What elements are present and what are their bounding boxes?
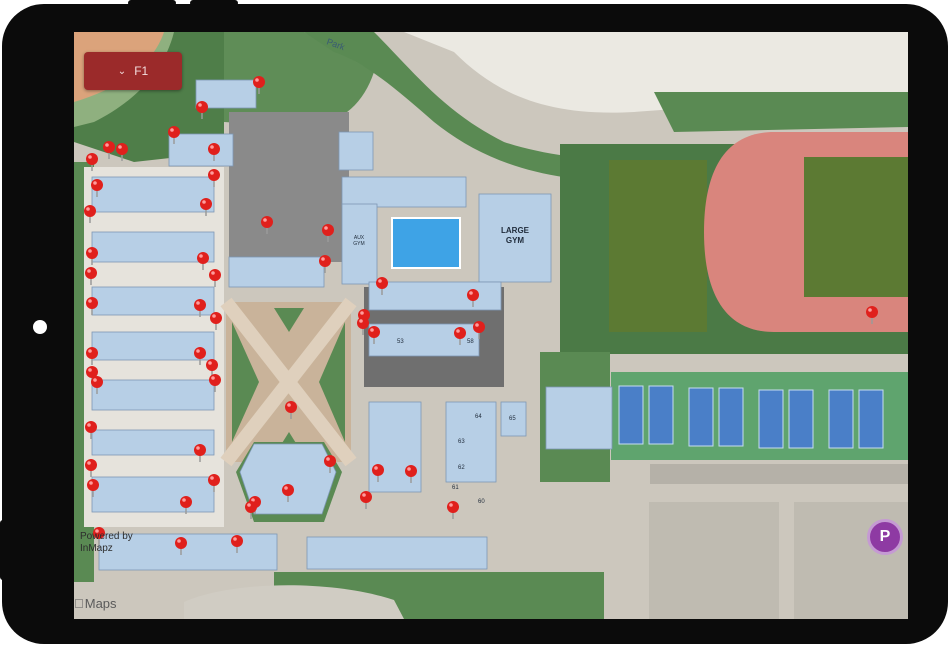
parking-symbol: P	[879, 528, 891, 545]
location-pin-icon[interactable]	[197, 252, 209, 270]
location-pin-icon[interactable]	[168, 126, 180, 144]
map-screen[interactable]: LARGE GYM AUX GYM 53 58 64 63 62 61 60 6…	[74, 32, 908, 619]
location-pin-icon[interactable]	[208, 474, 220, 492]
location-pin-icon[interactable]	[357, 317, 369, 335]
aux-gym-label-1: AUX	[354, 235, 365, 241]
location-pin-icon[interactable]	[210, 312, 222, 330]
location-pin-icon[interactable]	[209, 269, 221, 287]
location-pin-icon[interactable]	[208, 143, 220, 161]
location-pin-icon[interactable]	[447, 501, 459, 519]
location-pin-icon[interactable]	[376, 277, 388, 295]
building-60-label: 60	[478, 499, 485, 505]
building-61-label: 61	[452, 485, 459, 491]
large-gym-label-1: LARGE	[501, 226, 530, 235]
location-pin-icon[interactable]	[454, 327, 466, 345]
location-pin-icon[interactable]	[86, 247, 98, 265]
location-pin-icon[interactable]	[467, 289, 479, 307]
floor-label: F1	[134, 64, 149, 78]
location-pin-icon[interactable]	[86, 297, 98, 315]
aux-gym-label-2: GYM	[353, 241, 364, 247]
apple-maps-logo[interactable]:  Maps	[74, 596, 117, 611]
large-gym-label-2: GYM	[506, 236, 525, 245]
apple-icon: 	[74, 596, 84, 611]
building-63-label: 63	[458, 439, 465, 445]
location-pin-icon[interactable]	[368, 326, 380, 344]
inmapz-attribution[interactable]: Powered by InMapz	[80, 531, 133, 555]
location-pin-icon[interactable]	[208, 169, 220, 187]
building-62-label: 62	[458, 465, 465, 471]
location-pins[interactable]	[84, 76, 878, 555]
inmapz-brand: InMapz	[80, 543, 113, 554]
location-pin-icon[interactable]	[253, 76, 265, 94]
location-pin-icon[interactable]	[85, 267, 97, 285]
building-58-label: 58	[467, 339, 474, 345]
location-pin-icon[interactable]	[85, 421, 97, 439]
front-camera	[33, 320, 47, 334]
location-pin-icon[interactable]	[324, 455, 336, 473]
location-pin-icon[interactable]	[175, 537, 187, 555]
location-pin-icon[interactable]	[206, 359, 218, 377]
maps-label: Maps	[75, 596, 117, 611]
location-pin-icon[interactable]	[209, 374, 221, 392]
location-pin-icon[interactable]	[866, 306, 878, 324]
location-pin-icon[interactable]	[322, 224, 334, 242]
parking-icon[interactable]: P	[867, 519, 903, 555]
powered-by-text: Powered by	[80, 531, 133, 542]
campus-map[interactable]: LARGE GYM AUX GYM 53 58 64 63 62 61 60 6…	[74, 32, 908, 619]
location-pin-icon[interactable]	[282, 484, 294, 502]
building-53-label: 53	[397, 339, 404, 345]
location-pin-icon[interactable]	[194, 299, 206, 317]
location-pin-icon[interactable]	[91, 179, 103, 197]
location-pin-icon[interactable]	[372, 464, 384, 482]
location-pin-icon[interactable]	[84, 205, 96, 223]
location-pin-icon[interactable]	[194, 444, 206, 462]
location-pin-icon[interactable]	[261, 216, 273, 234]
building-64-label: 64	[475, 414, 482, 420]
volume-up-button	[128, 0, 176, 6]
location-pin-icon[interactable]	[86, 347, 98, 365]
location-pin-icon[interactable]	[196, 101, 208, 119]
location-pin-icon[interactable]	[85, 459, 97, 477]
location-pin-icon[interactable]	[200, 198, 212, 216]
location-pin-icon[interactable]	[86, 366, 98, 384]
location-pin-icon[interactable]	[360, 491, 372, 509]
chevron-down-icon: ⌄	[117, 65, 127, 77]
location-pin-icon[interactable]	[91, 376, 103, 394]
location-pin-icon[interactable]	[116, 143, 128, 161]
location-pin-icon[interactable]	[231, 535, 243, 553]
building-65-label: 65	[509, 416, 516, 422]
location-pin-icon[interactable]	[86, 153, 98, 171]
volume-down-button	[190, 0, 238, 6]
location-pin-icon[interactable]	[319, 255, 331, 273]
location-pin-icon[interactable]	[473, 321, 485, 339]
location-pin-icon[interactable]	[245, 501, 257, 519]
location-pin-icon[interactable]	[405, 465, 417, 483]
floor-selector-button[interactable]: ⌄ F1	[84, 52, 182, 90]
location-pin-icon[interactable]	[285, 401, 297, 419]
location-pin-icon[interactable]	[194, 347, 206, 365]
location-pin-icon[interactable]	[103, 141, 115, 159]
location-pin-icon[interactable]	[87, 479, 99, 497]
location-pin-icon[interactable]	[93, 527, 105, 545]
side-button	[0, 520, 6, 580]
location-pin-icon[interactable]	[180, 496, 192, 514]
